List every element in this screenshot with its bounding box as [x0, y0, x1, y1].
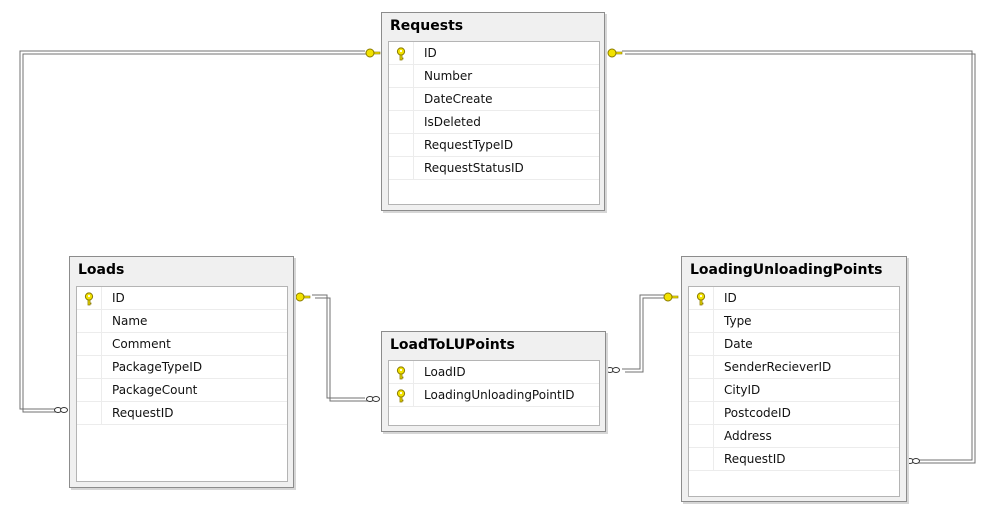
- column-row[interactable]: PostcodeID: [689, 402, 899, 425]
- one-end-icon: [607, 48, 623, 58]
- many-end-icon: [366, 396, 380, 402]
- many-end-icon: [606, 367, 620, 373]
- row-selector[interactable]: [77, 356, 102, 378]
- column-row[interactable]: DateCreate: [389, 88, 599, 111]
- column-row[interactable]: Address: [689, 425, 899, 448]
- row-selector[interactable]: [689, 333, 714, 355]
- row-selector[interactable]: [689, 379, 714, 401]
- column-row[interactable]: CityID: [689, 379, 899, 402]
- column-row[interactable]: LoadingUnloadingPointID: [389, 384, 599, 407]
- one-end-icon: [663, 292, 679, 302]
- column-row[interactable]: ID: [689, 287, 899, 310]
- one-end-icon: [365, 48, 381, 58]
- column-name: Name: [112, 314, 148, 328]
- column-name: LoadID: [424, 365, 466, 379]
- primary-key-icon: [395, 388, 407, 403]
- column-name: Number: [424, 69, 473, 83]
- column-row[interactable]: IsDeleted: [389, 111, 599, 134]
- column-name: RequestID: [112, 406, 174, 420]
- column-row[interactable]: ID: [389, 42, 599, 65]
- row-selector[interactable]: [389, 134, 414, 156]
- row-selector[interactable]: [689, 402, 714, 424]
- column-name: CityID: [724, 383, 761, 397]
- column-name: Type: [724, 314, 752, 328]
- relationship-requests-lupoints[interactable]: [622, 50, 976, 464]
- column-row[interactable]: Name: [77, 310, 287, 333]
- column-row[interactable]: LoadID: [389, 361, 599, 384]
- relationship-requests-loads[interactable]: [19, 50, 368, 413]
- column-name: IsDeleted: [424, 115, 481, 129]
- row-selector[interactable]: [689, 310, 714, 332]
- primary-key-icon: [83, 291, 95, 306]
- row-selector[interactable]: [689, 448, 714, 470]
- column-row[interactable]: RequestStatusID: [389, 157, 599, 180]
- table-title: Loads: [78, 262, 125, 278]
- primary-key-icon: [695, 291, 707, 306]
- column-name: PackageCount: [112, 383, 198, 397]
- one-end-icon: [295, 292, 311, 302]
- column-row[interactable]: PackageTypeID: [77, 356, 287, 379]
- column-name: LoadingUnloadingPointID: [424, 388, 575, 402]
- table-title: Requests: [390, 18, 464, 34]
- column-name: SenderRecieverID: [724, 360, 832, 374]
- column-row[interactable]: Comment: [77, 333, 287, 356]
- row-selector[interactable]: [689, 287, 714, 309]
- column-row[interactable]: SenderRecieverID: [689, 356, 899, 379]
- row-selector[interactable]: [389, 157, 414, 179]
- primary-key-icon: [395, 365, 407, 380]
- row-selector[interactable]: [389, 42, 414, 64]
- column-name: RequestStatusID: [424, 161, 524, 175]
- column-grid: LoadID LoadingUnloadingPointID: [388, 360, 600, 426]
- relationship-loads-loadtolupoints[interactable]: [312, 294, 368, 402]
- row-selector[interactable]: [389, 384, 414, 406]
- column-row[interactable]: Number: [389, 65, 599, 88]
- table-loadtolupoints[interactable]: LoadToLUPoints LoadID LoadingUnloadingPoi…: [381, 331, 606, 432]
- row-selector[interactable]: [389, 361, 414, 383]
- row-selector[interactable]: [389, 111, 414, 133]
- column-name: Date: [724, 337, 753, 351]
- column-name: RequestID: [724, 452, 786, 466]
- column-name: Address: [724, 429, 772, 443]
- column-name: RequestTypeID: [424, 138, 514, 152]
- column-name: ID: [724, 291, 737, 305]
- table-title: LoadToLUPoints: [390, 337, 515, 353]
- row-selector[interactable]: [689, 356, 714, 378]
- row-selector[interactable]: [389, 65, 414, 87]
- column-row[interactable]: ID: [77, 287, 287, 310]
- column-name: ID: [112, 291, 125, 305]
- column-name: PostcodeID: [724, 406, 791, 420]
- column-name: PackageTypeID: [112, 360, 203, 374]
- row-selector[interactable]: [77, 333, 102, 355]
- row-selector[interactable]: [77, 287, 102, 309]
- row-selector[interactable]: [77, 402, 102, 424]
- column-row[interactable]: Date: [689, 333, 899, 356]
- row-selector[interactable]: [77, 379, 102, 401]
- many-end-icon: [54, 407, 68, 413]
- column-row[interactable]: RequestTypeID: [389, 134, 599, 157]
- column-row[interactable]: RequestID: [77, 402, 287, 425]
- column-name: Comment: [112, 337, 171, 351]
- column-row[interactable]: PackageCount: [77, 379, 287, 402]
- column-row[interactable]: Type: [689, 310, 899, 333]
- column-row[interactable]: RequestID: [689, 448, 899, 471]
- many-end-icon: [906, 458, 920, 464]
- row-selector[interactable]: [689, 425, 714, 447]
- table-title: LoadingUnloadingPoints: [690, 262, 883, 278]
- column-name: ID: [424, 46, 437, 60]
- row-selector[interactable]: [389, 88, 414, 110]
- primary-key-icon: [395, 46, 407, 61]
- relationship-lupoints-loadtolupoints[interactable]: [622, 294, 667, 373]
- row-selector[interactable]: [77, 310, 102, 332]
- column-name: DateCreate: [424, 92, 493, 106]
